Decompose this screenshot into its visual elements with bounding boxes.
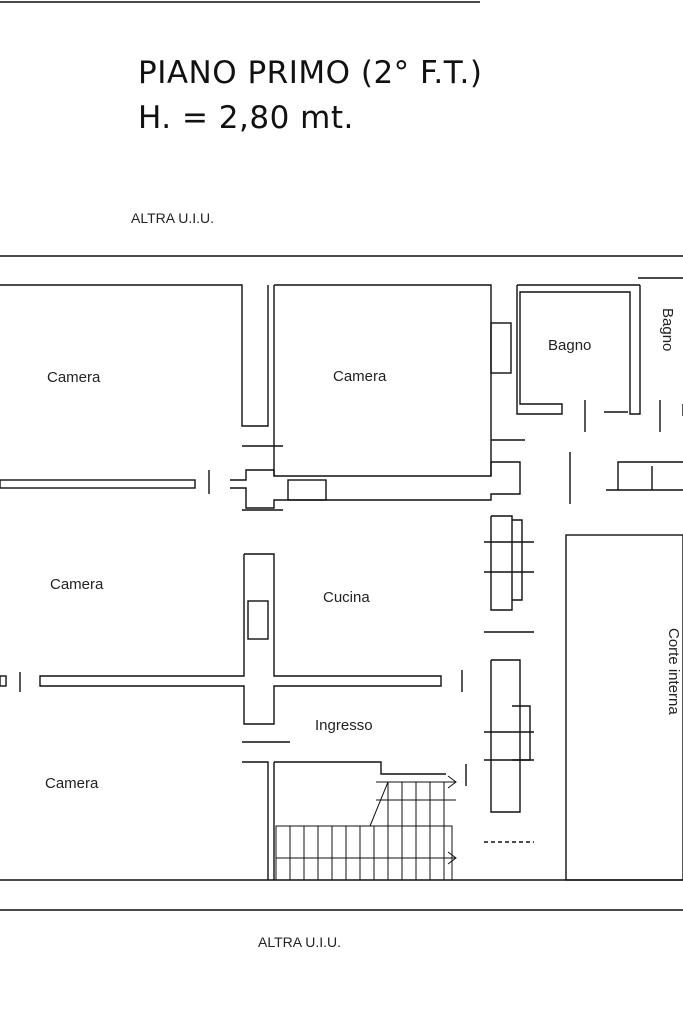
room-corte-interna: Corte interna (665, 628, 682, 715)
wall-camera-top-mid (274, 284, 492, 476)
plan-title: PIANO PRIMO (2° F.T.) (138, 55, 483, 91)
room-bagno: Bagno (548, 337, 592, 354)
adjacent-label-bottom: ALTRA U.I.U. (258, 934, 341, 950)
partition-wall-1 (0, 479, 196, 489)
room-cucina: Cucina (323, 589, 370, 606)
corte-interna-box (565, 534, 683, 881)
room-camera-top-left: Camera (47, 369, 101, 386)
adjacent-label-top: ALTRA U.I.U. (131, 210, 214, 226)
room-camera-mid-left: Camera (50, 576, 104, 593)
staircase (275, 775, 457, 881)
wall-camera-top-left (0, 284, 269, 427)
room-camera-bottom-left: Camera (45, 775, 99, 792)
room-ingresso: Ingresso (315, 717, 373, 734)
room-bagno-vertical: Bagno (659, 308, 676, 352)
plan-height: H. = 2,80 mt. (138, 100, 354, 136)
wall-cucina-left (39, 553, 442, 725)
room-camera-top-mid: Camera (333, 368, 387, 385)
